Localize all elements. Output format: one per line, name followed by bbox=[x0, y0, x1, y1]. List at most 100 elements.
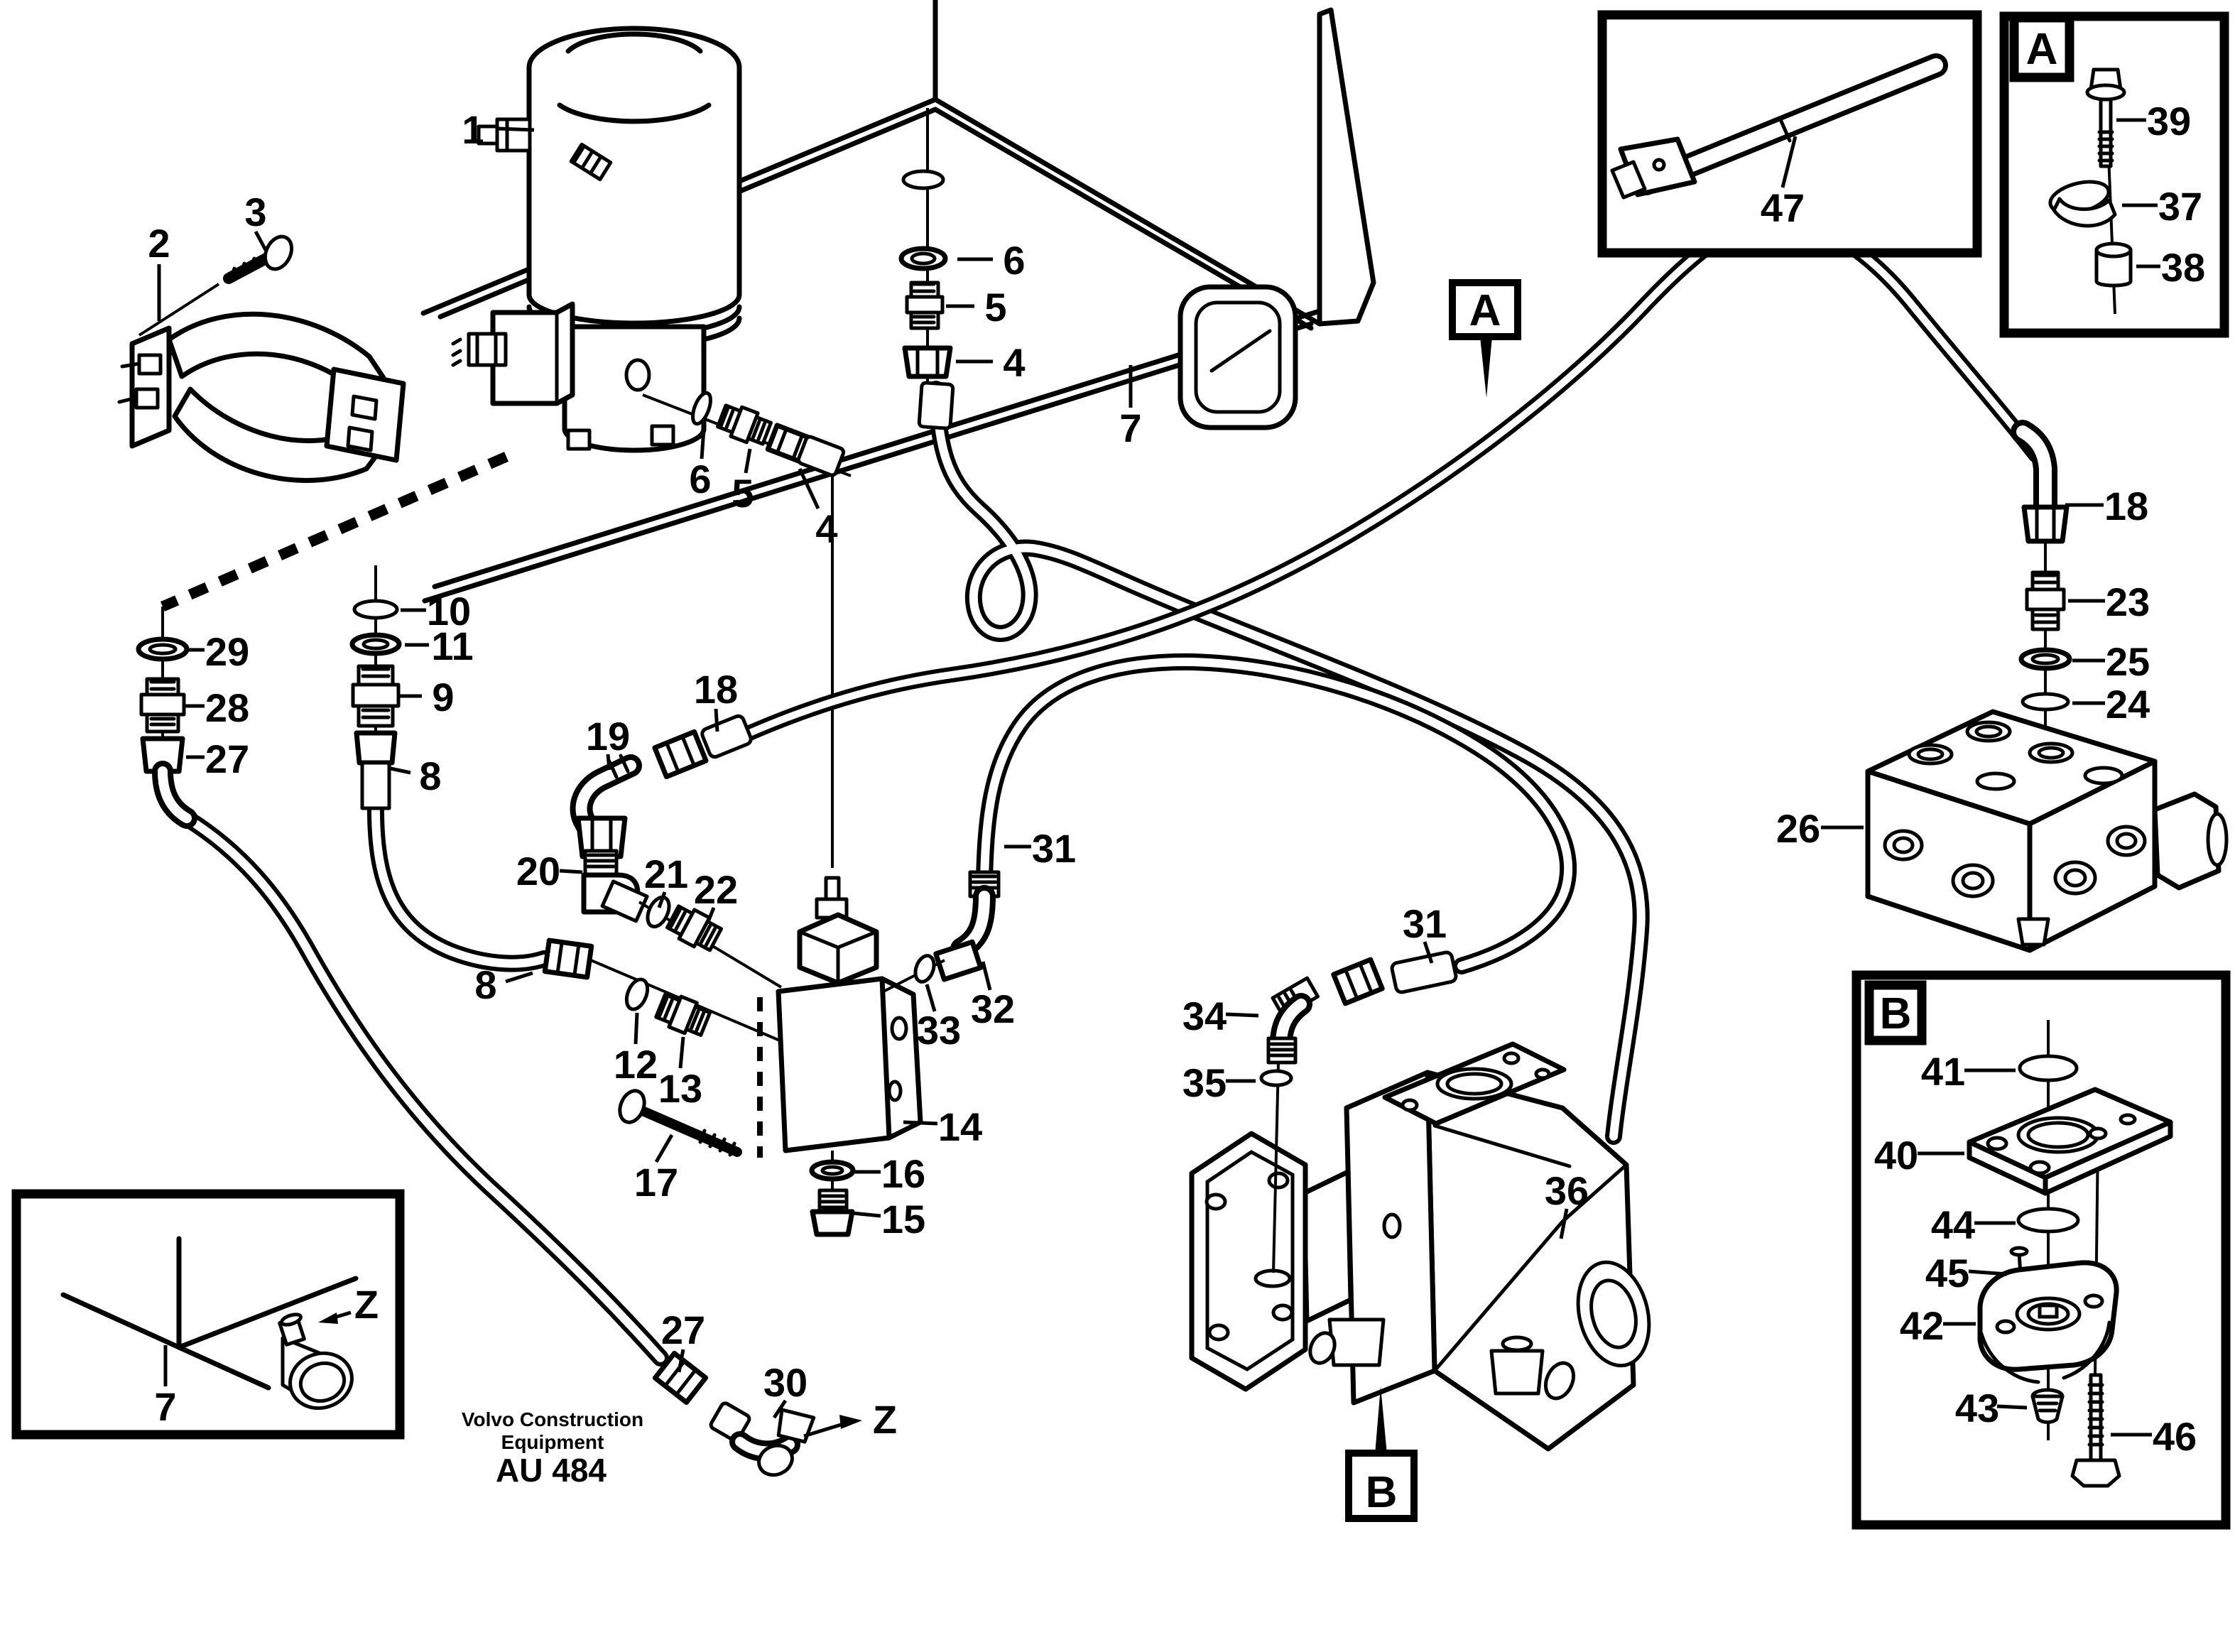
callout-4: 4 bbox=[798, 467, 838, 551]
washer-16-inner bbox=[820, 1165, 844, 1176]
port-stub-cap bbox=[280, 1313, 303, 1327]
elbow-18-nut bbox=[2021, 504, 2070, 544]
plate-right-edge bbox=[2043, 1119, 2173, 1196]
part-label-21: 21 bbox=[644, 852, 688, 896]
flange-hole bbox=[1271, 1303, 1294, 1322]
callout-6: 6 bbox=[957, 238, 1026, 283]
plug-hex bbox=[2152, 791, 2222, 891]
part-label-9: 9 bbox=[432, 675, 454, 719]
hex-cap-edges bbox=[798, 930, 879, 985]
part-label-37: 37 bbox=[2158, 184, 2202, 229]
part-label-24: 24 bbox=[2106, 682, 2150, 727]
plate-hole bbox=[2028, 1160, 2051, 1175]
callout-39: 39 bbox=[2116, 99, 2191, 143]
leader-line-21 bbox=[657, 891, 667, 908]
part-label-43: 43 bbox=[1955, 1386, 1999, 1430]
hose-ferrule bbox=[796, 435, 846, 477]
callout-35: 35 bbox=[1182, 1060, 1256, 1105]
threads bbox=[669, 908, 717, 947]
callout-8: 8 bbox=[390, 754, 442, 798]
callout-44: 44 bbox=[1931, 1202, 2016, 1247]
plate-hole bbox=[2088, 1126, 2108, 1141]
leader-line-12 bbox=[633, 1012, 639, 1045]
block-top-port bbox=[1965, 720, 2012, 743]
nut-body bbox=[933, 939, 984, 982]
leader-line-36 bbox=[1559, 1208, 1569, 1239]
block-bolt-hex bbox=[467, 332, 508, 367]
plate-nut bbox=[350, 394, 379, 421]
bore-inner bbox=[1892, 836, 1915, 854]
fitting-threads bbox=[912, 282, 936, 325]
elbow-34-assembly bbox=[1259, 950, 1458, 1273]
callout-41: 41 bbox=[1921, 1049, 2016, 1094]
part-label-47: 47 bbox=[1761, 185, 1805, 230]
washer-29 bbox=[136, 636, 190, 662]
hose-ferrule bbox=[917, 381, 955, 430]
top-plate-bore-inner bbox=[1445, 1072, 1503, 1096]
callout-38: 38 bbox=[2136, 245, 2205, 290]
callout-24: 24 bbox=[2072, 682, 2150, 727]
callout-33: 33 bbox=[917, 984, 961, 1053]
part-label-18: 18 bbox=[2104, 484, 2148, 528]
block-top-port bbox=[1907, 743, 1954, 766]
footer: Volvo Construction Equipment AU 484 bbox=[462, 1408, 643, 1489]
leader-line-14 bbox=[903, 1120, 938, 1126]
hose18-end-and-elbows bbox=[570, 714, 783, 989]
threads bbox=[2033, 573, 2057, 624]
elbow-27-nut bbox=[140, 736, 185, 774]
callout-5: 5 bbox=[946, 285, 1007, 330]
inset-tank-corner: Z bbox=[11, 1189, 405, 1440]
leader-line-45 bbox=[1968, 1269, 2008, 1276]
part-label-4: 4 bbox=[815, 506, 837, 551]
threads bbox=[2097, 130, 2114, 163]
washer-6-inner bbox=[910, 251, 937, 266]
axis-to-pump bbox=[1272, 1062, 1280, 1273]
flange-thickness bbox=[1979, 1320, 2111, 1384]
part-label-28: 28 bbox=[205, 685, 249, 730]
callout-26: 26 bbox=[1776, 806, 1864, 851]
hex-facets bbox=[475, 332, 498, 367]
o-ring-21 bbox=[646, 895, 671, 929]
side-port-left bbox=[477, 117, 532, 153]
callout-16: 16 bbox=[854, 1151, 925, 1196]
part-label-33: 33 bbox=[917, 1008, 961, 1053]
inset-strap-47 bbox=[1597, 10, 1982, 258]
leader-line-31 bbox=[1423, 941, 1434, 964]
o-ring-12 bbox=[624, 977, 650, 1011]
hose-8-core bbox=[371, 805, 548, 968]
leader-line-47 bbox=[1780, 136, 1798, 188]
tank-front-edge bbox=[432, 308, 1322, 589]
leader-line-33 bbox=[925, 984, 937, 1012]
callout-42: 42 bbox=[1900, 1303, 1976, 1348]
leader-line-43 bbox=[1996, 1404, 2028, 1410]
callout-27: 27 bbox=[661, 1308, 705, 1373]
block-right-bore bbox=[2053, 860, 2097, 896]
o-ring-35 bbox=[1259, 1069, 1293, 1087]
part-label-8: 8 bbox=[474, 962, 496, 1007]
bolt-17 bbox=[618, 1089, 742, 1157]
valve-port-hole bbox=[887, 1080, 903, 1102]
part-label-34: 34 bbox=[1182, 994, 1227, 1038]
clamp-part-2 bbox=[117, 283, 406, 483]
tank-end-panel bbox=[1317, 7, 1376, 327]
marker-a-box bbox=[1449, 279, 1521, 340]
part-label-27: 27 bbox=[661, 1308, 705, 1352]
plate-hole bbox=[2119, 1113, 2137, 1126]
callout-28: 28 bbox=[185, 685, 249, 730]
leader-line-5 bbox=[744, 448, 752, 474]
callout-3: 3 bbox=[244, 190, 268, 251]
hose8-elbow-and-fittings bbox=[542, 938, 785, 1044]
pin-head bbox=[2009, 1246, 2029, 1257]
flange-inner-line bbox=[1205, 1150, 1295, 1371]
part-label-32: 32 bbox=[971, 987, 1015, 1031]
part-label-26: 26 bbox=[1776, 806, 1820, 851]
port-inner bbox=[2037, 746, 2065, 760]
inset-detail-b: B bbox=[1851, 970, 2231, 1530]
pump-part-36 bbox=[1189, 1041, 1651, 1452]
callout-29: 29 bbox=[189, 629, 249, 674]
block-bottom-hex bbox=[2016, 917, 2050, 947]
part-label-6: 6 bbox=[1003, 238, 1025, 283]
callout-47: 47 bbox=[1761, 136, 1805, 230]
nut-body bbox=[600, 879, 649, 923]
part-label-6: 6 bbox=[689, 457, 711, 501]
